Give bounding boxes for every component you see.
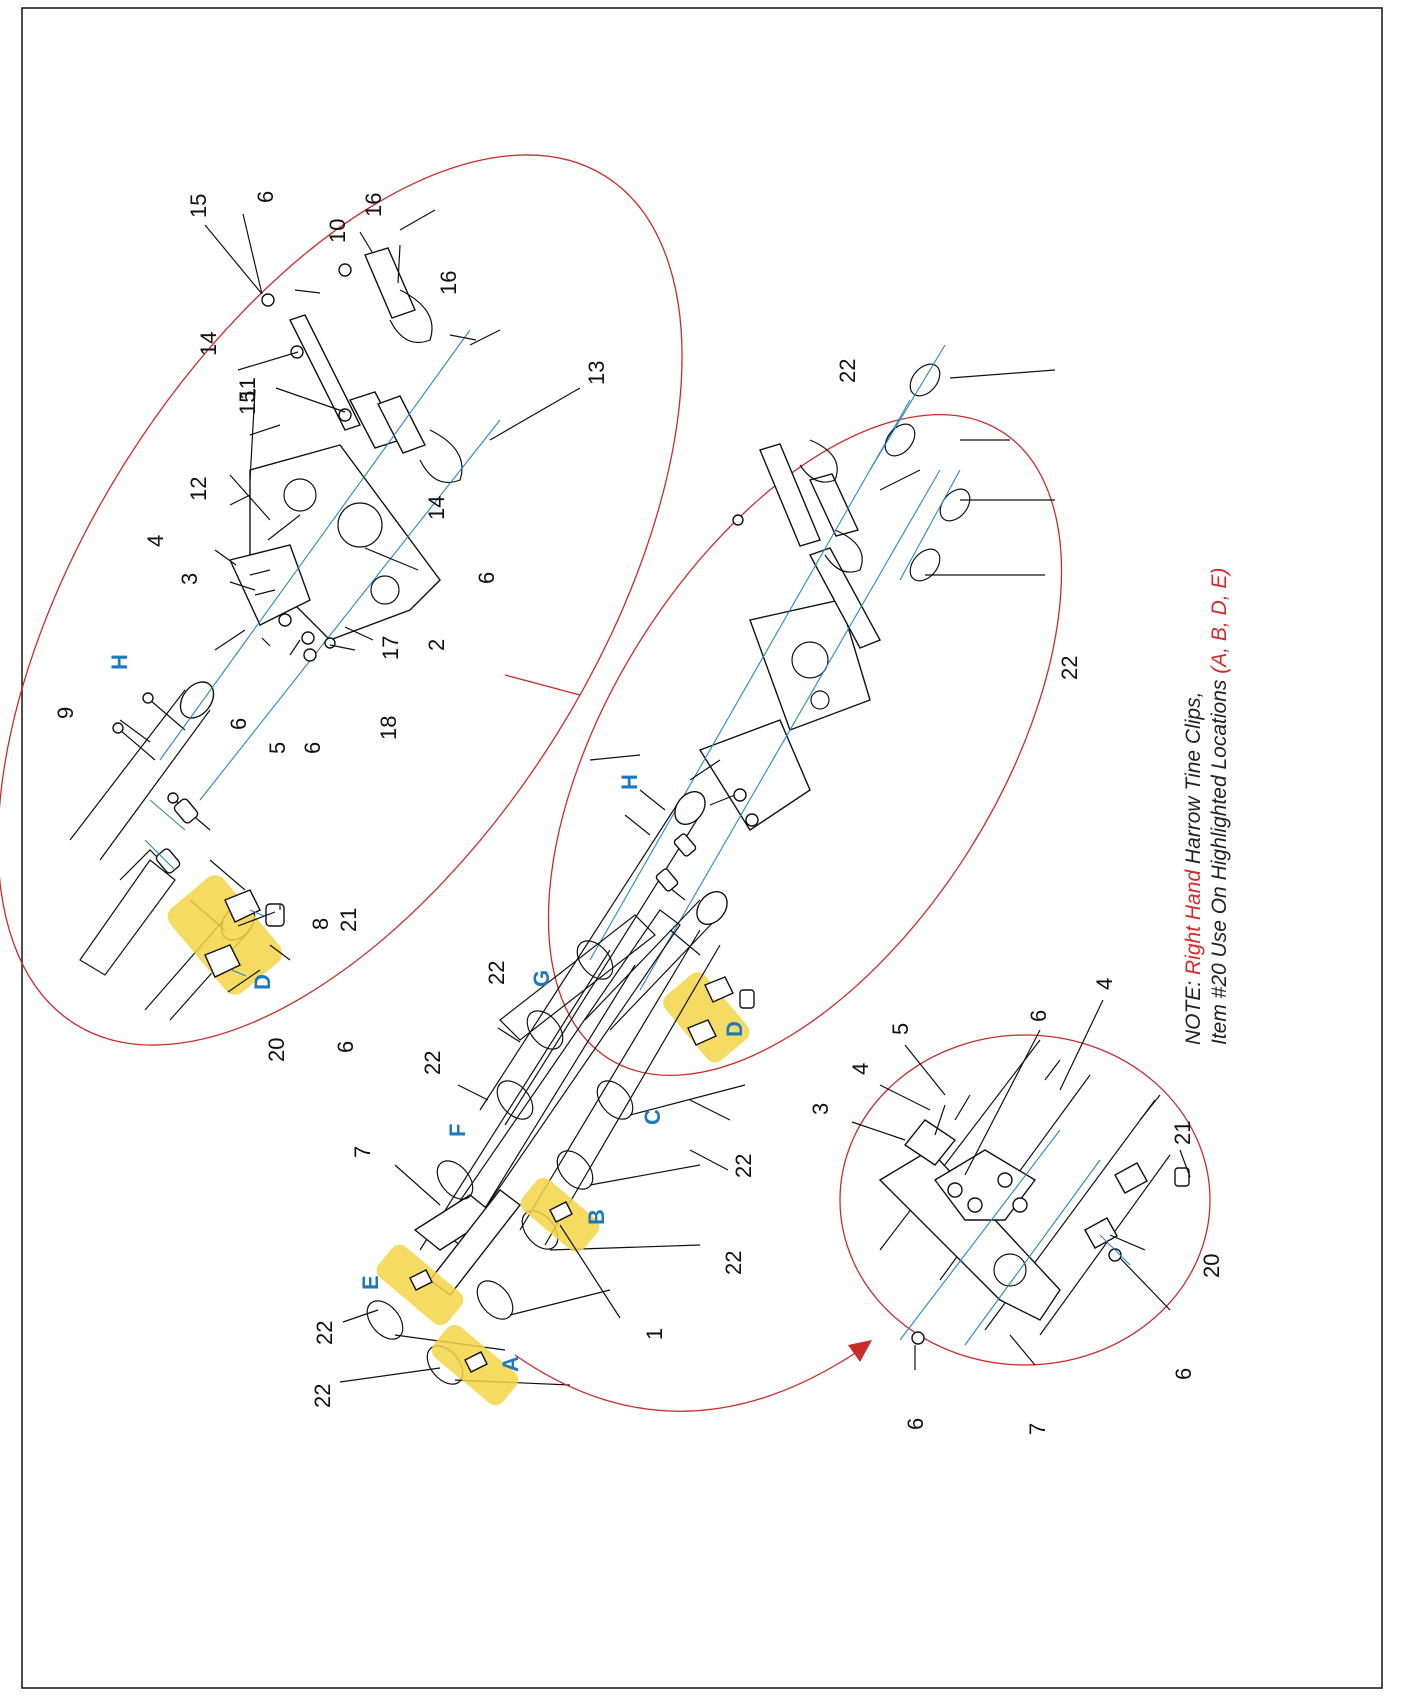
label-top-12: 12 <box>186 477 211 501</box>
label-bot-4a: 4 <box>848 1063 873 1075</box>
main-highlights <box>376 1178 600 1406</box>
location-main-F: F <box>445 1124 470 1137</box>
location-main-E: E <box>358 1275 383 1290</box>
label-top-4: 4 <box>143 535 168 547</box>
label-top-6e: 6 <box>333 1041 358 1053</box>
label-top-6c: 6 <box>300 742 325 754</box>
label-top-11: 11 <box>235 377 260 400</box>
mounting-plate <box>229 444 441 641</box>
label-top-6a: 6 <box>253 191 278 203</box>
fasteners <box>214 209 501 662</box>
label-top-6b: 6 <box>474 572 499 584</box>
label-bot-6c: 6 <box>903 1418 928 1430</box>
middle-tubes <box>479 789 728 1126</box>
page-border <box>21 7 1383 1689</box>
label-top-5: 5 <box>265 742 290 754</box>
label-bot-3: 3 <box>808 1103 833 1115</box>
main-assembly <box>339 909 872 1412</box>
detail-top <box>0 154 683 1046</box>
location-top-H: H <box>107 654 132 670</box>
label-bot-6b: 6 <box>1171 1368 1196 1380</box>
main-tubes <box>413 909 721 1296</box>
detail-top-leaders <box>119 213 641 993</box>
label-top-3: 3 <box>177 573 202 585</box>
location-mid-H: H <box>617 774 642 790</box>
location-top-D: D <box>250 974 275 990</box>
detail-middle-outline <box>547 413 1063 1077</box>
note-line-1: NOTE: Right Hand Harrow Tine Clips, <box>1182 692 1205 1045</box>
label-mid-22a: 22 <box>835 359 860 383</box>
label-bot-4b: 4 <box>1092 978 1117 990</box>
label-main-22d: 22 <box>420 1051 445 1075</box>
label-top-21: 21 <box>336 908 361 932</box>
location-main-B: B <box>584 1209 609 1225</box>
label-mid-22b: 22 <box>1057 656 1082 680</box>
label-top-20: 20 <box>264 1038 289 1062</box>
note-line-2: Item #20 Use On Highlighted Locations (A… <box>1208 568 1231 1045</box>
location-main-A: A <box>498 1356 523 1372</box>
label-main-22a: 22 <box>312 1321 337 1345</box>
label-top-15a: 15 <box>186 194 211 218</box>
label-top-13: 13 <box>584 361 609 385</box>
label-top-8: 8 <box>308 918 333 930</box>
label-main-1: 1 <box>642 1328 667 1340</box>
detail-middle <box>479 344 1063 1126</box>
note-block: NOTE: Right Hand Harrow Tine Clips, Item… <box>1182 568 1231 1045</box>
label-bot-7: 7 <box>1025 1423 1050 1435</box>
main-leaders <box>339 1027 731 1383</box>
label-top-2: 2 <box>424 639 449 651</box>
label-bot-6a: 6 <box>1026 1010 1051 1022</box>
label-bot-20: 20 <box>1199 1254 1224 1278</box>
tine-coils-right <box>869 344 1056 582</box>
detail-middle-parts <box>589 399 941 991</box>
label-main-22b: 22 <box>310 1384 335 1408</box>
label-bot-21: 21 <box>1170 1121 1195 1145</box>
label-top-16b: 16 <box>436 271 461 295</box>
location-main-C: C <box>640 1109 665 1125</box>
label-top-10: 10 <box>325 219 350 243</box>
label-top-14b: 14 <box>424 496 449 520</box>
detail-arrow-head <box>848 1340 872 1362</box>
detail-bottom-leaders <box>851 999 1191 1370</box>
location-mid-D: D <box>722 1021 747 1037</box>
label-main-22e: 22 <box>721 1251 746 1275</box>
label-top-14a: 14 <box>196 332 221 356</box>
label-top-16a: 16 <box>361 193 386 217</box>
location-main-G: G <box>529 970 554 987</box>
label-top-9: 9 <box>53 707 78 719</box>
label-top-6d: 6 <box>226 718 251 730</box>
label-top-18: 18 <box>376 716 401 740</box>
detail-bottom <box>839 999 1211 1370</box>
label-main-19: 22 <box>731 1154 756 1178</box>
label-bot-5: 5 <box>888 1023 913 1035</box>
label-main-7: 7 <box>350 1146 375 1158</box>
spacers <box>144 798 199 874</box>
label-top-17: 17 <box>378 636 403 660</box>
bar-assemblies <box>159 247 501 801</box>
detail-arrow <box>514 1349 861 1412</box>
detail-top-outline <box>0 154 683 1046</box>
label-top-15b: 15 <box>235 391 260 415</box>
label-main-22c: 22 <box>484 961 509 985</box>
detail-bottom-outline <box>839 1034 1211 1366</box>
tine-clips-highlight-d-middle <box>663 972 755 1063</box>
